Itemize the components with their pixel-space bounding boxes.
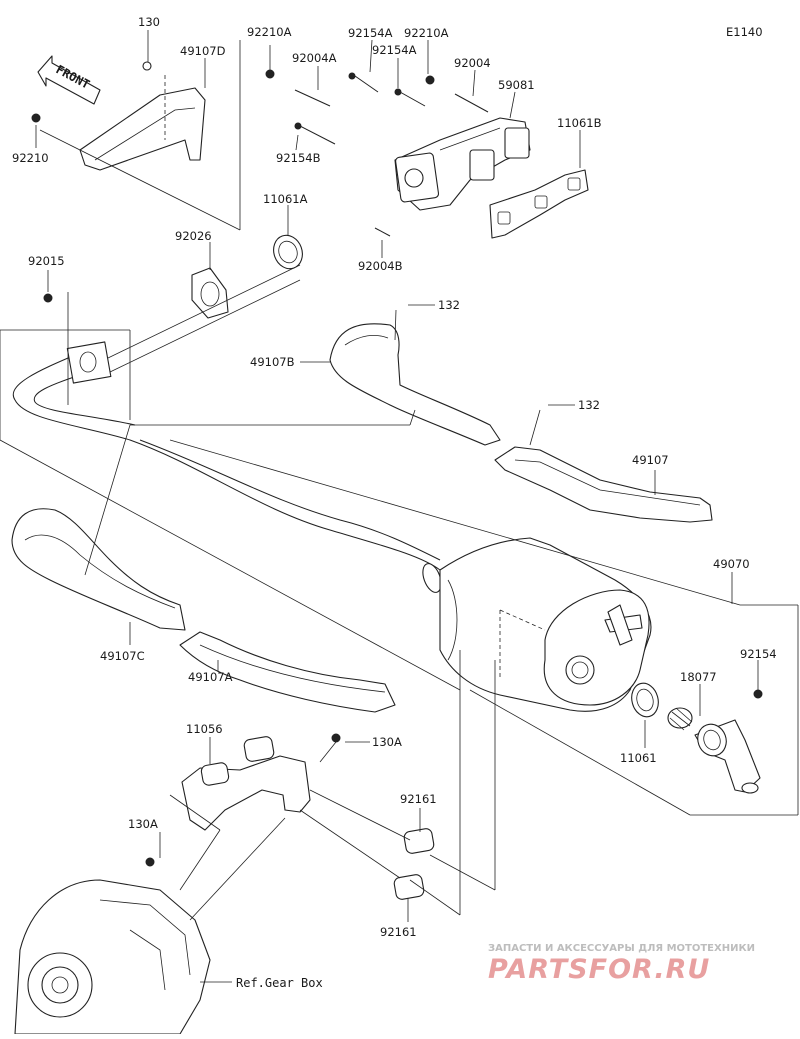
label-11061: 11061: [620, 751, 657, 765]
bushing-92161-lower: [393, 874, 425, 900]
label-132-2: 132: [578, 398, 600, 412]
gasket-11061: [631, 682, 659, 718]
ref-gear-box-label: Ref.Gear Box: [236, 976, 323, 990]
heat-guard-49107b: [329, 323, 501, 446]
part-labels: 130 49107D 92210A 92004A 92154A 92210A 9…: [12, 15, 777, 939]
watermark: ЗАПАСТИ И АКСЕССУАРЫ ДЛЯ МОТОТЕХНИКИ PAR…: [488, 943, 755, 985]
label-92015: 92015: [28, 254, 65, 268]
label-49107: 49107: [632, 453, 669, 467]
label-92154b: 92154B: [276, 151, 321, 165]
watermark-tagline: ЗАПАСТИ И АКСЕССУАРЫ ДЛЯ МОТОТЕХНИКИ: [488, 943, 755, 954]
leader-lines: [0, 30, 799, 983]
spark-arrester-18077: [667, 689, 763, 794]
label-92161-1: 92161: [400, 792, 437, 806]
exhaust-pipe: [12, 264, 442, 593]
watermark-logo: PARTSFOR.RU: [488, 954, 710, 985]
gear-box: [14, 879, 211, 1035]
label-92154a-2: 92154A: [372, 43, 417, 57]
label-92026: 92026: [175, 229, 212, 243]
label-49107d: 49107D: [180, 44, 226, 58]
label-92210a-1: 92210A: [247, 25, 292, 39]
bushing-92161-upper: [403, 828, 435, 854]
label-130: 130: [138, 15, 160, 29]
label-59081: 59081: [498, 78, 535, 92]
exhaust-manifold-59081: [394, 117, 531, 211]
heat-guard-49107a: [179, 631, 396, 713]
label-92004: 92004: [454, 56, 491, 70]
label-92004a: 92004A: [292, 51, 337, 65]
label-130a-2: 130A: [128, 817, 158, 831]
heat-guard-49107d: [79, 61, 206, 171]
muffler-49070: [439, 537, 652, 712]
bracket-11056: [145, 733, 341, 867]
label-49107b: 49107B: [250, 355, 295, 369]
label-92154: 92154: [740, 647, 777, 661]
label-92210a-2: 92210A: [404, 26, 449, 40]
label-49107a: 49107A: [188, 670, 233, 684]
label-49070: 49070: [713, 557, 750, 571]
label-11056: 11056: [186, 722, 223, 736]
front-arrow: FRONT: [37, 55, 101, 105]
diagram-code: E1140: [726, 25, 763, 39]
heat-guard-49107: [494, 446, 713, 523]
gasket-11061a: [273, 234, 303, 270]
label-92161-2: 92161: [380, 925, 417, 939]
heat-guard-49107c: [11, 508, 186, 631]
label-92004b: 92004B: [358, 259, 403, 273]
label-132-1: 132: [438, 298, 460, 312]
label-11061a: 11061A: [263, 192, 308, 206]
label-49107c: 49107C: [100, 649, 145, 663]
flange-92026: [191, 267, 229, 319]
manifold-studs: [31, 69, 489, 303]
label-18077: 18077: [680, 670, 717, 684]
label-92154a-1: 92154A: [348, 26, 393, 40]
gasket-11061b: [489, 169, 589, 239]
label-92210: 92210: [12, 151, 49, 165]
label-130a-1: 130A: [372, 735, 402, 749]
label-11061b: 11061B: [557, 116, 602, 130]
